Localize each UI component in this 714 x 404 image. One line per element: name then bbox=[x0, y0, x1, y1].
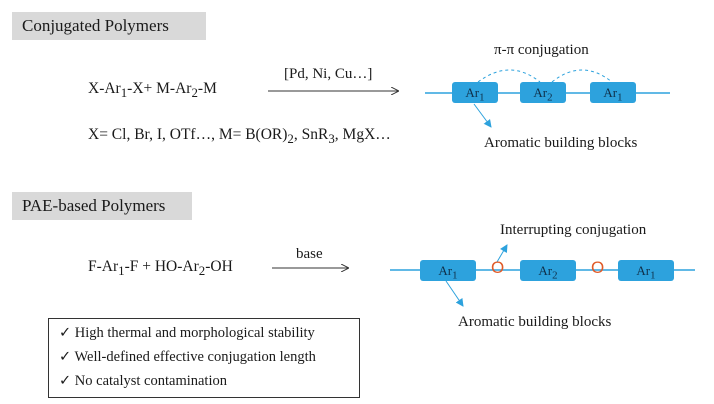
top-block-ar1: Ar1 bbox=[452, 82, 498, 104]
bottom-block-ar1: Ar1 bbox=[420, 260, 476, 282]
benefit-item: ✓ No catalyst contamination bbox=[59, 373, 227, 389]
benefits-box: ✓ High thermal and morphological stabili… bbox=[48, 318, 360, 398]
bottom-aromatic-pointer bbox=[445, 280, 464, 307]
bottom-block-ar2: Ar2 bbox=[520, 260, 576, 282]
ether-oxygen-1: O bbox=[491, 258, 505, 277]
pi-pi-conjugation-label: π-π conjugation bbox=[494, 42, 589, 58]
catalyst-label: [Pd, Ni, Cu…] bbox=[284, 66, 373, 82]
bottom-block-ar1-b: Ar1 bbox=[618, 260, 674, 282]
top-aromatic-pointer bbox=[473, 103, 492, 128]
bottom-reactants: F-Ar1-F + HO-Ar2-OH bbox=[88, 258, 233, 279]
pi-arc-1 bbox=[477, 69, 541, 83]
benefit-item: ✓ High thermal and morphological stabili… bbox=[59, 325, 315, 341]
top-block-ar1-b: Ar1 bbox=[590, 82, 636, 104]
substituent-conditions: X= Cl, Br, I, OTf…, M= B(OR)2, SnR3, MgX… bbox=[88, 126, 391, 147]
base-label: base bbox=[296, 246, 323, 262]
top-block-ar2: Ar2 bbox=[520, 82, 566, 104]
top-aromatic-label: Aromatic building blocks bbox=[484, 135, 638, 151]
interrupting-conjugation-label: Interrupting conjugation bbox=[500, 222, 647, 238]
ether-oxygen-2: O bbox=[591, 258, 605, 277]
top-reactants: X-Ar1-X+ M-Ar2-M bbox=[88, 80, 217, 101]
conjugated-polymers-header: Conjugated Polymers bbox=[12, 12, 206, 40]
pae-polymers-header: PAE-based Polymers bbox=[12, 192, 192, 220]
bottom-aromatic-label: Aromatic building blocks bbox=[458, 314, 612, 330]
pi-arc-2 bbox=[551, 69, 613, 83]
interrupt-pointer bbox=[496, 244, 508, 263]
benefit-item: ✓ Well-defined effective conjugation len… bbox=[59, 349, 316, 365]
